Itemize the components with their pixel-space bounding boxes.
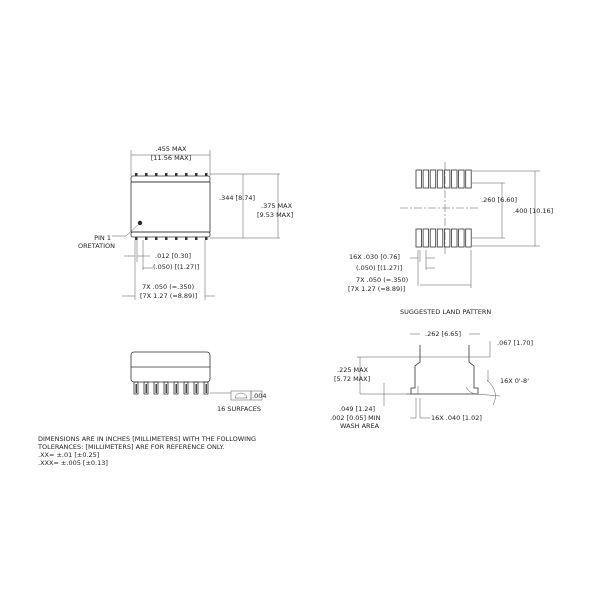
lead: [205, 237, 208, 240]
overall-height-mm: [9.53 MAX]: [257, 211, 293, 219]
package-body: [130, 181, 211, 233]
pad: [436, 169, 444, 189]
width-in: .455 MAX: [155, 145, 187, 153]
lead: [185, 173, 188, 176]
span-in: 7X .050 (=.350): [142, 283, 194, 291]
body-width: .262 [6.65]: [425, 330, 461, 338]
lead: [155, 237, 158, 240]
side-lead: [145, 384, 147, 393]
lead: [145, 237, 148, 240]
pad: [443, 169, 451, 189]
side-lead: [133, 381, 139, 395]
side-lead: [185, 384, 187, 393]
lead: [135, 173, 138, 176]
flatness-note: 16 SURFACES: [217, 405, 261, 413]
side-lead: [193, 381, 199, 395]
side-lead: [195, 384, 197, 393]
pad-span-mm: [7X 1.27 (=8.89)]: [348, 285, 405, 293]
side-view: .004 16 SURFACES: [130, 351, 266, 413]
top-view: .455 MAX [11.56 MAX] .344 [8.74] .375 MA…: [78, 145, 293, 300]
lead: [175, 173, 178, 176]
end-view: .262 [6.65] .067 [1.70] .225 MAX [5.72 M…: [330, 330, 533, 430]
lead: [175, 237, 178, 240]
pin1-label-2: ORETATION: [78, 242, 115, 250]
lead: [145, 173, 148, 176]
pad-pitch: (.050) [(1.27)]: [356, 264, 402, 272]
pad: [465, 228, 472, 248]
lead: [135, 237, 138, 240]
pad: [443, 228, 451, 248]
body-top-edge: [130, 175, 211, 183]
lead: [165, 173, 168, 176]
side-leads: [133, 381, 209, 395]
lead-length: 16X .040 [1.02]: [431, 414, 482, 422]
land-pattern: .260 [6.60] .400 [10.16] 16X .030 [0.76]…: [348, 162, 553, 316]
side-lead: [175, 384, 177, 393]
pad: [465, 169, 472, 189]
pad: [451, 228, 458, 248]
note-line: .XXX= ±.005 [±0.13]: [38, 459, 108, 467]
height-in: .225 MAX: [337, 366, 369, 374]
lead: [155, 173, 158, 176]
side-lead: [165, 384, 167, 393]
width-mm: [11.56 MAX]: [151, 154, 191, 162]
body-bottom-edge: [130, 231, 211, 238]
pad: [458, 169, 465, 189]
pad: [458, 228, 465, 248]
standoff: .049 [1.24]: [339, 405, 375, 413]
pad: [422, 169, 430, 189]
side-lead: [143, 381, 149, 395]
pad: [415, 169, 422, 189]
wash-area: .002 [0.05] MIN: [330, 414, 381, 422]
pad-width: 16X .030 [0.76]: [349, 253, 400, 261]
end-body: [410, 345, 479, 395]
side-lead: [163, 381, 169, 395]
height-mm: [5.72 MAX]: [334, 375, 370, 383]
lead: [165, 237, 168, 240]
overall-height-in: .375 MAX: [261, 202, 293, 210]
note-line: .XX= ±.01 [±0.25]: [38, 451, 99, 459]
lead: [205, 173, 208, 176]
leads: [135, 173, 208, 240]
pad: [422, 228, 430, 248]
pad: [429, 169, 437, 189]
pad: [429, 228, 437, 248]
tolerance-notes: DIMENSIONS ARE IN INCHES [MILLIMETERS] W…: [37, 435, 256, 467]
side-lead: [155, 384, 157, 393]
lead-angle: 16X 0'-8': [500, 377, 529, 385]
lead: [195, 173, 198, 176]
lead-offset: .067 [1.70]: [497, 339, 533, 347]
side-lead: [205, 384, 207, 393]
pad-span-in: 7X .050 (=.350): [356, 276, 408, 284]
side-lead: [203, 381, 209, 395]
lead-width: .012 [0.30]: [155, 252, 191, 260]
pad: [415, 228, 422, 248]
lead: [185, 237, 188, 240]
pad: [451, 169, 458, 189]
side-lead: [135, 384, 137, 393]
wash-area-2: WASH AREA: [340, 422, 380, 430]
side-lead: [173, 381, 179, 395]
pads: [415, 169, 472, 248]
flatness-value: .004: [252, 392, 266, 400]
note-line: DIMENSIONS ARE IN INCHES [MILLIMETERS] W…: [38, 435, 256, 443]
pin1-label: PIN 1: [94, 234, 111, 242]
outer-dim: .400 [10.16]: [513, 207, 553, 215]
land-pattern-caption: SUGGESTED LAND PATTERN: [400, 308, 491, 316]
side-lead: [153, 381, 159, 395]
lead: [195, 237, 198, 240]
side-lead: [183, 381, 189, 395]
body-height: .344 [8.74]: [219, 194, 255, 202]
inner-dim: .260 [6.60]: [481, 196, 517, 204]
span-mm: [7X 1.27 (=8.89)]: [140, 292, 197, 300]
lead-pitch: (.050) [(1.27)]: [153, 263, 199, 271]
pad: [436, 228, 444, 248]
note-line: TOLERANCES: [MILLIMETERS] ARE FOR REFERE…: [37, 443, 224, 451]
flatness-symbol: [234, 392, 248, 399]
